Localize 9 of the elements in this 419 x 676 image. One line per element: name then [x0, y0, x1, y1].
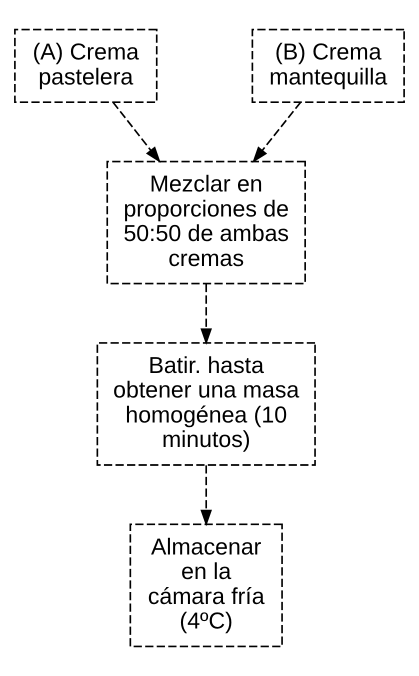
node-box: (B) Crema mantequilla [252, 28, 405, 103]
arrow [200, 465, 212, 526]
node-box: Mezclar en proporciones de 50:50 de ambas cremas [106, 160, 306, 284]
node-box: Batir. hasta obtener una masa homogénea (10 minutos) [96, 342, 316, 466]
arrow [200, 284, 212, 345]
node-box: (A) Crema pastelera [14, 28, 158, 103]
arrow [252, 102, 302, 163]
arrow [112, 102, 161, 163]
node-box: Almacenar en la cámara fría (4ºC) [130, 524, 283, 648]
